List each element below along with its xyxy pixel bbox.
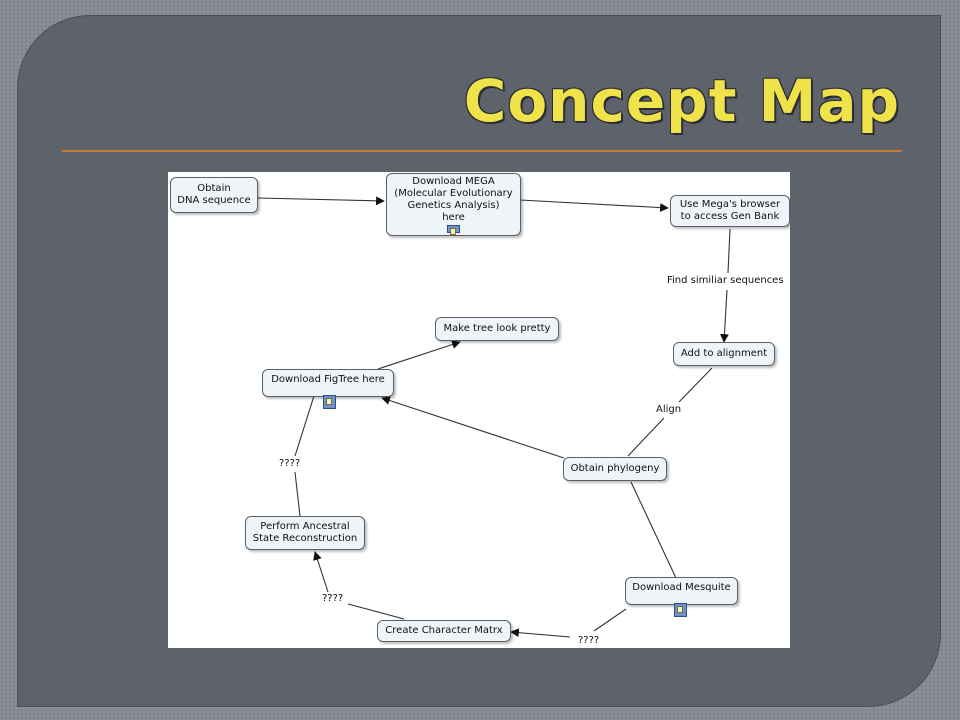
edge-matrix-to-q (347, 603, 405, 620)
edge-ancestral-to-q (294, 471, 301, 517)
node-label: Create Character Matrx (385, 625, 503, 636)
node-obtain-phylogeny[interactable]: Obtain phylogeny (563, 457, 667, 481)
edge-mesquite-to-q (593, 608, 627, 632)
node-ancestral-state[interactable]: Perform Ancestral State Reconstruction (245, 516, 365, 550)
edge-q-to-ancestral (313, 551, 329, 593)
document-icon[interactable] (674, 603, 687, 617)
edge-phylogeny-to-figtree (381, 396, 565, 459)
node-download-mesquite[interactable]: Download Mesquite (625, 577, 738, 617)
node-label: Add to alignment (680, 348, 768, 359)
node-download-figtree[interactable]: Download FigTree here (262, 369, 394, 409)
node-add-alignment[interactable]: Add to alignment (673, 342, 775, 366)
edge-label-q-matrix: ???? (577, 635, 601, 646)
node-label: Obtain phylogeny (570, 463, 660, 474)
node-label: Download MEGA (Molecular Evolutionary Ge… (394, 176, 513, 223)
node-character-matrix[interactable]: Create Character Matrx (377, 620, 511, 642)
node-make-tree-pretty[interactable]: Make tree look pretty (435, 317, 559, 341)
node-label: Download Mesquite (632, 582, 731, 593)
edge-q-to-matrix (510, 628, 571, 638)
node-obtain-dna[interactable]: Obtain DNA sequence (170, 177, 258, 213)
edge-label-align: Align (655, 404, 683, 415)
edge-label-q-figtree: ???? (278, 458, 302, 469)
edge-alignment-to-align (678, 367, 713, 403)
edge-browser-to-find (727, 228, 731, 274)
node-label: Obtain DNA sequence (177, 183, 251, 206)
node-label: Download FigTree here (271, 374, 385, 385)
title-divider (62, 150, 902, 152)
node-download-mega[interactable]: Download MEGA (Molecular Evolutionary Ge… (386, 173, 521, 236)
document-icon[interactable] (447, 225, 460, 235)
node-label: Perform Ancestral State Reconstruction (252, 521, 358, 544)
concept-map-edges (257, 196, 731, 638)
edge-phylogeny-to-mesquite (630, 481, 677, 579)
edge-label-q-ancestral: ???? (321, 593, 345, 604)
node-label: Use Mega's browser to access Gen Bank (679, 199, 781, 222)
edge-mega-to-browser (519, 199, 669, 212)
edge-dna-to-mega (257, 196, 385, 206)
document-icon[interactable] (323, 395, 336, 409)
edge-find-to-alignment (720, 289, 729, 343)
node-mega-browser[interactable]: Use Mega's browser to access Gen Bank (670, 195, 790, 227)
node-label: Make tree look pretty (443, 323, 551, 334)
edge-align-to-phylogeny (627, 417, 665, 457)
slide-title: Concept Map (463, 67, 900, 135)
edge-figtree-to-pretty (377, 340, 461, 370)
concept-map-diagram: Obtain DNA sequence Download MEGA (Molec… (168, 172, 790, 648)
edge-label-find-similar: Find similiar sequences (666, 275, 785, 286)
